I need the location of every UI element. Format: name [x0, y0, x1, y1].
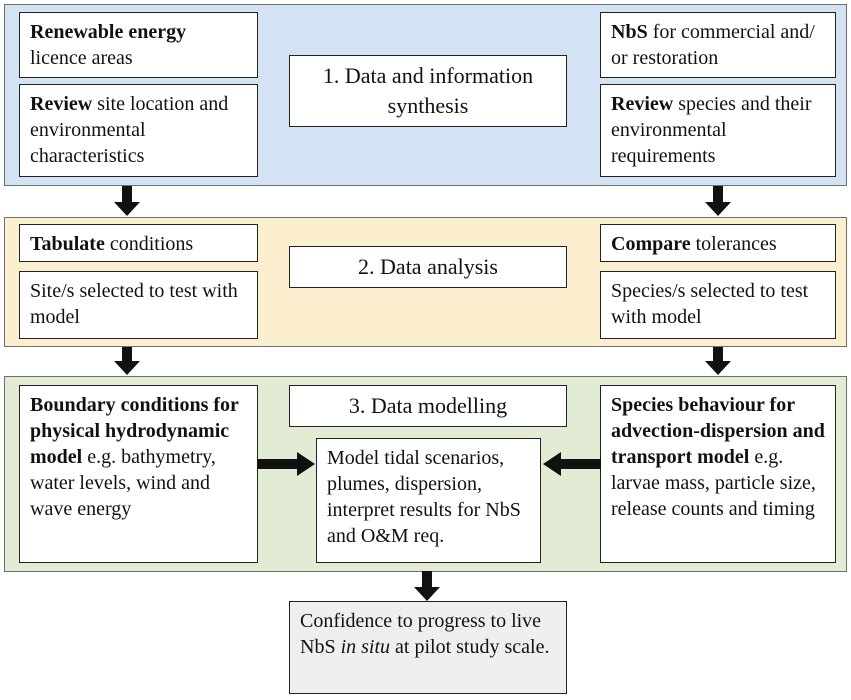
- review-species-bold: Review: [611, 93, 674, 115]
- site-selected-text: Site/s selected to test with model: [30, 280, 238, 328]
- renewable-energy-box: Renewable energy licence areas: [19, 12, 258, 78]
- species-behaviour-bold: Species behaviour for advection-dispersi…: [611, 394, 825, 468]
- renewable-energy-bold: Renewable energy: [30, 21, 187, 43]
- outcome-text-italic: in situ: [340, 636, 391, 658]
- stage2-title: 2. Data analysis: [289, 246, 567, 288]
- tabulate-text: conditions: [104, 233, 194, 255]
- nbs-bold: NbS: [611, 21, 648, 43]
- model-tidal-text: Model tidal scenarios, plumes, dispersio…: [327, 447, 521, 547]
- species-selected-box: Species/s selected to test with model: [600, 271, 836, 339]
- species-selected-text: Species/s selected to test with model: [611, 280, 809, 328]
- review-species-text: species and their environmental requirem…: [611, 93, 812, 167]
- review-site-box: Review site location and environmental c…: [19, 84, 258, 177]
- arrow-down-right-1: [705, 186, 731, 216]
- boundary-conditions-bold: Boundary conditions for physical hydrody…: [30, 394, 239, 468]
- species-behaviour-box: Species behaviour for advection-dispersi…: [600, 385, 836, 563]
- stage3-title: 3. Data modelling: [289, 385, 567, 427]
- boundary-conditions-text: e.g. bathymetry, water levels, wind and …: [30, 446, 216, 520]
- compare-text: tolerances: [690, 233, 777, 255]
- review-site-text: site location and environmental characte…: [30, 93, 229, 167]
- arrow-left-into-model: [543, 452, 601, 476]
- stage1-title-text: 1. Data and information synthesis: [322, 63, 534, 118]
- renewable-energy-text: licence areas: [30, 47, 133, 69]
- outcome-text-pre: Confidence to progress to live NbS: [300, 610, 542, 658]
- tabulate-bold: Tabulate: [30, 233, 105, 255]
- arrow-down-left-1: [114, 186, 140, 216]
- stage1-title: 1. Data and information synthesis: [289, 55, 567, 127]
- arrow-down-to-outcome: [414, 571, 440, 601]
- species-behaviour-text: e.g. larvae mass, particle size, release…: [611, 446, 816, 520]
- boundary-conditions-box: Boundary conditions for physical hydrody…: [19, 385, 258, 563]
- arrow-right-into-model: [257, 452, 315, 476]
- stage2-title-text: 2. Data analysis: [358, 254, 498, 279]
- arrow-down-right-2: [705, 347, 731, 375]
- review-species-box: Review species and their environmental r…: [600, 84, 836, 177]
- stage3-title-text: 3. Data modelling: [348, 393, 508, 418]
- nbs-text: for commercial and/ or restoration: [611, 21, 815, 69]
- outcome-box: Confidence to progress to live NbS in si…: [289, 601, 567, 694]
- site-selected-box: Site/s selected to test with model: [19, 271, 258, 339]
- outcome-text-post: at pilot study scale.: [390, 636, 550, 658]
- compare-box: Compare tolerances: [600, 224, 836, 262]
- nbs-box: NbS for commercial and/ or restoration: [600, 12, 836, 78]
- arrow-down-left-2: [114, 347, 140, 375]
- review-site-bold: Review: [30, 93, 93, 115]
- model-tidal-box: Model tidal scenarios, plumes, dispersio…: [316, 438, 541, 563]
- compare-bold: Compare: [611, 233, 691, 255]
- tabulate-box: Tabulate conditions: [19, 224, 258, 262]
